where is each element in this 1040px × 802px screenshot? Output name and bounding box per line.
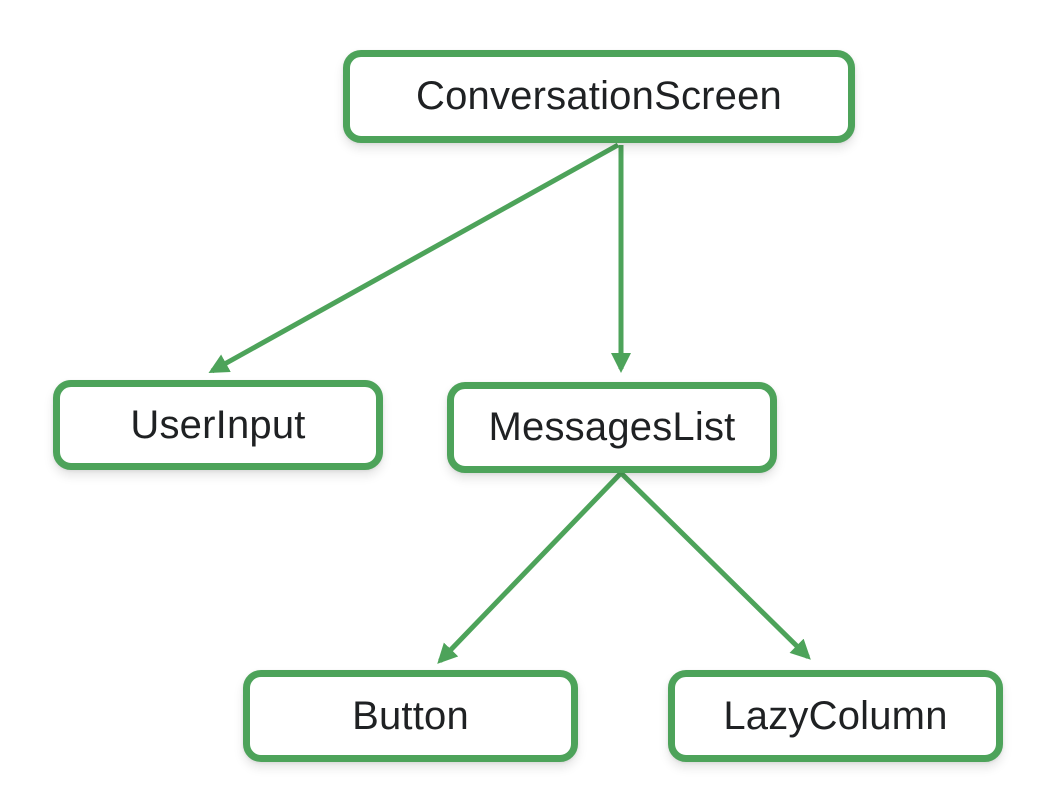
node-conversation-screen: ConversationScreen — [343, 50, 855, 143]
node-messages-list: MessagesList — [447, 382, 777, 473]
node-label: MessagesList — [488, 405, 736, 449]
node-label: UserInput — [130, 402, 306, 447]
node-user-input: UserInput — [53, 380, 383, 470]
node-label: Button — [352, 693, 469, 738]
node-lazy-column: LazyColumn — [668, 670, 1003, 762]
edge-messageslist-button — [437, 471, 623, 664]
node-button: Button — [243, 670, 578, 762]
node-label: LazyColumn — [723, 693, 948, 738]
edge-conversationscreen-userinput — [208, 142, 620, 374]
edge-messageslist-lazycolumn — [619, 471, 811, 660]
node-label: ConversationScreen — [415, 74, 783, 118]
